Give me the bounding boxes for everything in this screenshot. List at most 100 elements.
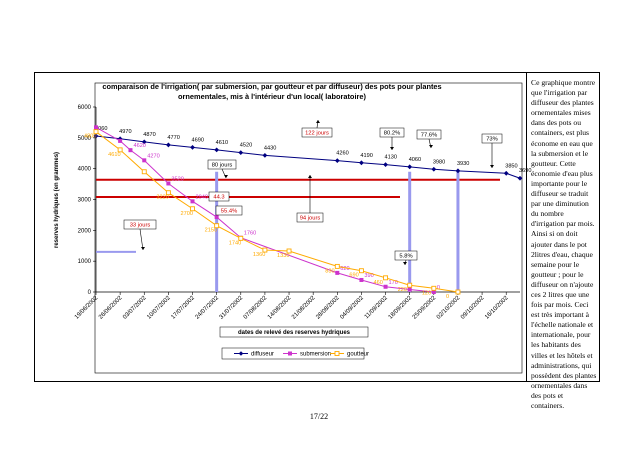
data-label-submersion: 0 [437,285,440,291]
y-tick-label: 6000 [78,105,92,111]
data-label-diffuseur: 4690 [192,137,204,143]
chart-title-line2: ornementales, mis à l'intérieur d'un loc… [178,92,366,101]
data-label-submersion: 3520 [171,176,183,182]
data-label-diffuseur: 4770 [167,135,179,141]
x-axis-label: dates de relevé des reserves hydriques [238,330,351,336]
data-label-diffuseur: 4190 [360,153,372,159]
data-label-goutteur: 1330 [277,253,289,259]
data-label-goutteur: 3220 [156,195,168,201]
x-tick-label: 18/09/2002 [388,295,414,321]
x-tick-label: 17/07/2002 [170,295,196,321]
data-label-diffuseur: 3930 [457,161,469,167]
data-label-goutteur: 690 [349,273,358,279]
x-tick-label: 31/07/2002 [219,295,245,321]
point-submersion [142,158,147,163]
point-diffuseur [431,166,437,172]
annotation-label: 33 jours [130,223,151,229]
annotation-label: 55.4% [221,209,237,215]
point-goutteur [455,289,461,295]
point-diffuseur [214,147,220,153]
point-submersion [431,290,436,294]
annotation-label: 122 jours [305,131,329,137]
data-label-goutteur: 120 [422,290,431,296]
x-tick-label: 09/10/2002 [460,295,486,321]
legend-marker-goutteur [334,351,340,356]
data-label-diffuseur: 3850 [505,163,517,169]
point-submersion [407,287,412,292]
point-diffuseur [383,162,388,168]
data-label-diffuseur: 5060 [95,126,107,132]
annotation-arrowhead [490,165,494,168]
x-tick-label: 11/09/2002 [364,295,390,321]
annotation-box [208,191,230,202]
point-submersion [383,284,388,289]
point-submersion [94,125,98,130]
data-label-submersion: 390 [364,273,373,279]
annotation-label: 80 jours [212,163,233,169]
legend-label-goutteur: goutteur [347,352,369,358]
data-label-goutteur: 460 [374,280,383,286]
point-goutteur [431,285,437,291]
data-label-goutteur: 2700 [181,211,193,217]
x-tick-label: 14/08/2002 [267,295,293,321]
reference-lines [96,171,500,292]
annotation-box [215,205,243,216]
x-tick-label: 10/07/2002 [146,295,172,321]
data-label-goutteur: 830 [325,268,334,274]
data-label-submersion: 4270 [147,153,159,159]
data-label-submersion: 170 [389,280,398,286]
point-submersion [190,199,195,204]
point-diffuseur [359,160,364,166]
x-tick-label: 03/07/2002 [122,295,148,321]
point-submersion [128,148,133,153]
point-diffuseur [262,153,268,158]
data-label-submersion: 4620 [133,143,145,149]
side-commentary: Ce graphique montre que l'irrigation par… [531,78,597,410]
point-submersion [166,181,171,186]
point-diffuseur [503,170,509,176]
point-diffuseur [407,164,413,170]
y-tick-label: 0 [88,290,92,296]
data-label-diffuseur: 4430 [264,145,276,151]
x-tick-label: 16/10/2002 [484,295,510,321]
annotation-label: 5.8% [399,254,412,260]
point-goutteur [190,206,195,212]
point-diffuseur [117,136,123,142]
x-tick-label: 24/07/2002 [195,295,221,321]
point-goutteur [165,190,171,196]
x-tick-label: 19/06/2002 [74,295,100,321]
point-goutteur [407,282,413,288]
series-line-submersion [95,126,434,293]
y-axis-label: reserves hydriques (en grammes) [54,152,60,248]
point-diffuseur [238,150,244,156]
x-tick-label: 26/06/2002 [98,295,124,321]
data-label-diffuseur: 4260 [336,151,348,157]
y-tick-label: 1000 [78,259,92,265]
data-label-diffuseur: 4520 [240,143,252,149]
data-label-diffuseur: 4870 [143,132,155,138]
page-number: 17/22 [309,412,329,421]
data-label-goutteur: 0 [446,294,449,300]
annotation-arrowhead [429,145,433,148]
frame-divider [526,72,527,382]
x-tick-label: 04/09/2002 [339,295,365,321]
x-tick-label: 21/08/2002 [291,295,317,321]
point-goutteur [383,275,389,281]
point-diffuseur [165,142,171,148]
annotation-label: 94 jours [300,216,321,222]
annotation-arrow [139,228,144,251]
data-label-goutteur: 4800 [84,134,96,140]
point-goutteur [141,169,147,175]
legend-label-submersion: submersion [300,352,331,358]
legend-marker-submersion [288,351,292,356]
chart-area-border [94,82,523,374]
point-diffuseur [141,139,147,145]
point-diffuseur [190,144,195,150]
point-diffuseur [455,168,461,174]
point-goutteur [286,248,292,254]
legend-marker-diffuseur [238,351,244,356]
data-label-diffuseur: 4130 [385,155,397,161]
